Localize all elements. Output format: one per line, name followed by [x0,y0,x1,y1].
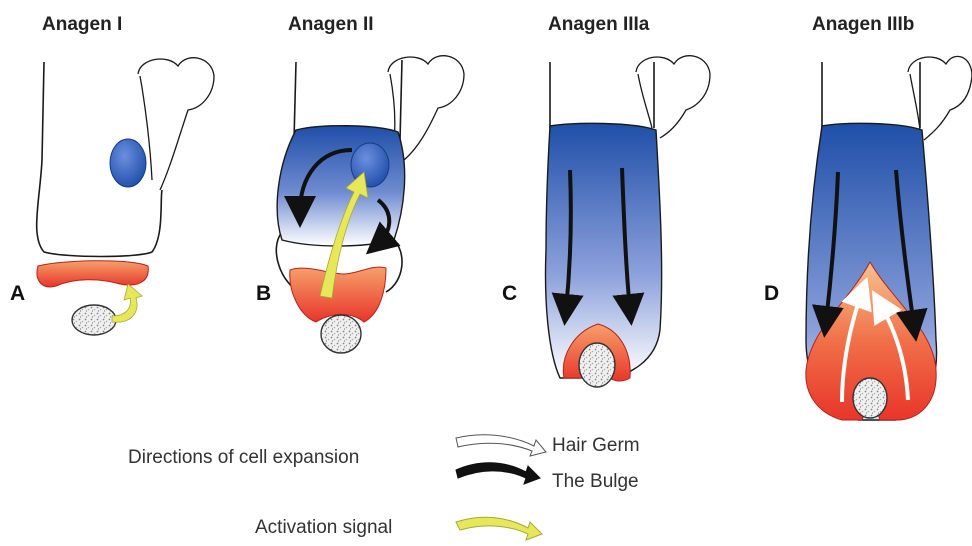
stage-title-anagen-3a: Anagen IIIa [548,14,650,35]
bulge-stem-cells [110,139,146,187]
stage-title-anagen-2: Anagen II [288,14,374,35]
stage-title-anagen-3b: Anagen IIIb [812,14,914,35]
panel-anagen-2: B [256,56,464,353]
legend-activation-arrow [456,517,542,540]
activation-signal-arrow [112,284,142,322]
hair-germ [290,267,386,322]
legend-expansion-label: Directions of cell expansion [128,447,359,468]
stage-title-anagen-1: Anagen I [42,14,122,35]
panel-anagen-3a: C [502,56,710,387]
legend: Directions of cell expansion Hair Germ T… [128,435,640,540]
panel-letter-d: D [764,282,779,305]
dermal-papilla [321,315,361,353]
legend-hair-germ-label: Hair Germ [552,435,640,456]
legend-bulge-arrow [456,463,540,484]
dermal-papilla [579,343,615,387]
panel-letter-b: B [256,282,271,305]
panel-letter-c: C [502,282,517,305]
hair-germ [37,261,148,287]
panel-letter-a: A [10,282,25,305]
legend-hair-germ-arrow [456,435,546,456]
dermal-papilla [853,378,887,418]
panel-anagen-1: A [10,58,214,335]
dermal-papilla [72,305,116,335]
panel-anagen-3b: D [764,56,972,420]
legend-activation-label: Activation signal [255,517,392,538]
legend-bulge-label: The Bulge [552,471,639,492]
